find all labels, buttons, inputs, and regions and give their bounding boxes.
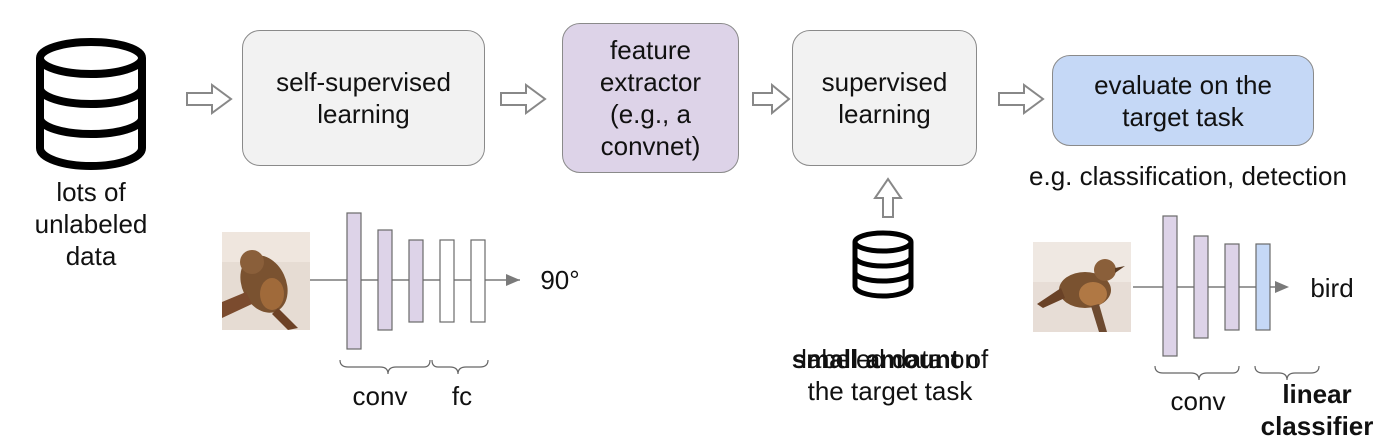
conv-layer [408, 239, 424, 323]
fc-brace [431, 359, 489, 375]
small-labeled-data-label: small amount of [770, 311, 1010, 375]
fc-layer [439, 239, 455, 323]
labeled-data-target-label: labeled data on the target task [801, 344, 979, 406]
bird-label: bird [1310, 273, 1354, 303]
arrow-icon [186, 83, 233, 115]
rotated-bird-image [222, 232, 310, 330]
feature-extractor-label: feature extractor (e.g., a convnet) [599, 35, 702, 161]
conv-label: conv [1170, 386, 1226, 416]
conv-brace [1154, 365, 1240, 381]
feature-extractor-box: feature extractor (e.g., a convnet) [562, 23, 739, 173]
arrow-icon [998, 83, 1045, 115]
bird-image [1033, 242, 1131, 332]
self-supervised-learning-box: self-supervised learning [242, 30, 485, 166]
conv-brace [339, 359, 431, 375]
task-examples-label: e.g. classification, detection [1029, 161, 1347, 191]
linear-brace [1254, 365, 1320, 381]
small-database-icon [852, 230, 914, 299]
rotation-label: 90° [540, 265, 580, 295]
conv-layer [1224, 243, 1240, 331]
fc-layer [470, 239, 486, 323]
database-icon [36, 38, 146, 170]
supervised-learning-label: supervised learning [821, 67, 948, 129]
conv-layer [346, 212, 362, 350]
linear-classifier-network [1133, 215, 1320, 381]
evaluate-target-task-box: evaluate on the target task [1052, 55, 1314, 146]
supervised-learning-box: supervised learning [792, 30, 977, 166]
conv-layer [377, 229, 393, 331]
small-amount-emphasis: small amount [791, 344, 960, 374]
small-amount-of-text: of [959, 344, 989, 374]
conv-layer [1162, 215, 1178, 357]
arrow-icon [500, 83, 547, 115]
conv-layer [1193, 235, 1209, 339]
unlabeled-data-label: lots of unlabeled data [34, 177, 148, 271]
arrow-icon [752, 82, 791, 116]
self-supervised-learning-label: self-supervised learning [276, 67, 451, 129]
linear-layer [1255, 243, 1271, 331]
evaluate-target-task-label: evaluate on the target task [1094, 69, 1272, 132]
linear-classifier-label: linear classifier [1260, 379, 1374, 441]
up-arrow-icon [873, 177, 903, 218]
fc-label: fc [451, 381, 473, 411]
conv-label: conv [352, 381, 408, 411]
network-diagram [310, 212, 520, 375]
